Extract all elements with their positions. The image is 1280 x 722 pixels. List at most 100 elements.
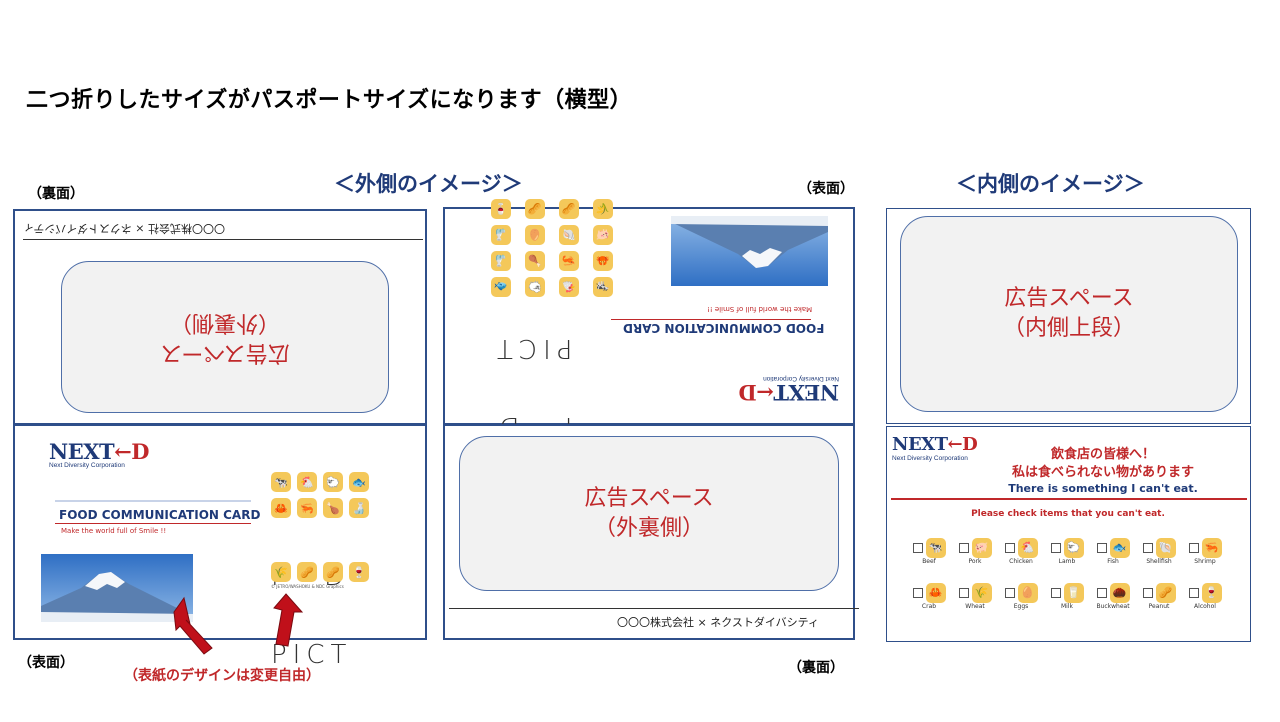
checkbox[interactable]	[912, 587, 923, 598]
check-item-label: Eggs	[1013, 602, 1029, 610]
ad-space-outer-back-rotated: 広告スペース （外裏側）	[61, 261, 389, 413]
check-item-label: Chicken	[1009, 557, 1033, 565]
checkbox[interactable]	[1004, 542, 1015, 553]
check-item[interactable]: 🦀Crab	[909, 582, 949, 610]
design-caption: （表紙のデザインは変更自由）	[124, 668, 320, 684]
food-tile-icon: 🦀	[925, 582, 946, 603]
check-item[interactable]: 🐚Shellfish	[1139, 537, 1179, 565]
food-tile-icon: 🐟	[349, 472, 369, 492]
arrow-right-icon	[273, 593, 304, 647]
food-tile-icon: 🐖	[971, 537, 992, 558]
inner-heading: ＜内側のイメージ＞	[956, 172, 1145, 196]
checkbox[interactable]	[1004, 587, 1015, 598]
food-tile-icon: 🥜	[525, 199, 545, 219]
check-item[interactable]: 🌰Buckwheat	[1093, 582, 1133, 610]
pict-copyright: © JETRO/WASHOKU & NDC Graphics	[271, 584, 344, 589]
food-tile-icon: 🐔	[1017, 537, 1038, 558]
card-title: FOOD COMMUNICATION CARD	[59, 508, 261, 522]
check-item[interactable]: 🥜Peanut	[1139, 582, 1179, 610]
food-tile-icon: 🥚	[525, 225, 545, 245]
food-tile-icon: 🥜	[559, 199, 579, 219]
divider	[23, 239, 423, 240]
check-item[interactable]: 🥛Milk	[1047, 582, 1087, 610]
food-tile-icon: 🥜	[1155, 582, 1176, 603]
checkbox[interactable]	[1142, 587, 1153, 598]
food-icon-grid-bottom: 🌾🥜🥜🍷	[271, 562, 369, 582]
notice-line1: 飲食店の皆様へ！	[1050, 447, 1155, 462]
outer-right-bottom-card: 広告スペース （外裏側） 〇〇〇株式会社 × ネクストダイバシティ	[443, 424, 859, 640]
check-item-label: Beef	[922, 557, 936, 565]
food-tile-icon: 🌾	[271, 562, 291, 582]
mt-fuji-photo	[41, 554, 193, 622]
label-front-bottom-left: （表面）	[18, 655, 74, 671]
check-item-label: Pork	[968, 557, 982, 565]
food-tile-icon: 🥜	[297, 562, 317, 582]
inner-bottom-card: NEXT←D Next Diversity Corporation 飲食店の皆様…	[886, 426, 1251, 642]
food-tile-icon: 🐚	[1155, 537, 1176, 558]
checkbox[interactable]	[958, 587, 969, 598]
check-item-label: Crab	[921, 602, 937, 610]
checkbox[interactable]	[1096, 542, 1107, 553]
label-back-bottom-right: （裏面）	[788, 660, 844, 676]
outer-left-bottom-card: NEXT←D Next Diversity Corporation FOOD C…	[13, 424, 427, 668]
logo-inner: NEXT←D Next Diversity Corporation	[892, 434, 978, 463]
tagline: Make the world full of Smile !!	[61, 527, 167, 535]
check-item-label: Milk	[1061, 602, 1073, 610]
check-item[interactable]: 🐄Beef	[909, 537, 949, 565]
check-item-label: Fish	[1107, 557, 1119, 565]
food-tile-icon: 🦐	[297, 498, 317, 518]
logo-rotated: NEXT←D Next Diversity Corporation	[739, 375, 839, 405]
food-tile-icon: 🍷	[491, 199, 511, 219]
tagline-rotated: Make the world full of Smile !!	[707, 305, 813, 313]
checkbox[interactable]	[1096, 587, 1107, 598]
check-item[interactable]: 🐖Pork	[955, 537, 995, 565]
food-tile-icon: 🦐	[559, 251, 579, 271]
check-item[interactable]: 🐔Chicken	[1001, 537, 1041, 565]
logo: NEXT←D Next Diversity Corporation	[49, 439, 149, 469]
food-tile-icon: 🍗	[525, 251, 545, 271]
check-item-label: Alcohol	[1194, 602, 1216, 610]
check-item[interactable]: 🥚Eggs	[1001, 582, 1041, 610]
check-item[interactable]: 🦐Shrimp	[1185, 537, 1225, 565]
check-item[interactable]: 🐑Lamb	[1047, 537, 1087, 565]
food-tile-icon: 🥚	[1017, 582, 1038, 603]
food-tile-icon: 🦐	[1201, 537, 1222, 558]
ad-space-inner-top: 広告スペース （内側上段）	[900, 216, 1238, 412]
check-item-label: Lamb	[1058, 557, 1076, 565]
food-tile-icon: 🐑	[323, 472, 343, 492]
checkbox[interactable]	[958, 542, 969, 553]
label-front-top-right: （表面）	[798, 181, 854, 197]
food-tile-icon: 🍗	[323, 498, 343, 518]
outer-right-top-card: 🐄🐔🐑🐟🦀🦐🍗🍶🐖🐚🥚🍶🌾🥜🥜🍷 F D PICT Make the world…	[443, 199, 855, 441]
food-tile-icon: 🦀	[593, 251, 613, 271]
card-title-rotated: FOOD COMMUNICATION CARD	[623, 321, 825, 335]
check-item[interactable]: 🍷Alcohol	[1185, 582, 1225, 610]
arrow-annotations	[173, 593, 304, 655]
check-item[interactable]: 🐟Fish	[1093, 537, 1133, 565]
check-item-label: Buckwheat	[1096, 602, 1130, 610]
outer-heading: ＜外側のイメージ＞	[334, 172, 523, 196]
notice-line4: Please check items that you can't eat.	[971, 509, 1165, 519]
outer-left-top-card: 〇〇〇株式会社 × ネクストダイバシティ 広告スペース （外裏側）	[13, 209, 427, 425]
food-tile-icon: 🍶	[491, 225, 511, 245]
checkbox[interactable]	[1050, 587, 1061, 598]
notice-line3: There is something I can't eat.	[1008, 482, 1198, 495]
checkbox[interactable]	[1188, 587, 1199, 598]
checkbox[interactable]	[1142, 542, 1153, 553]
food-tile-icon: 🐄	[593, 277, 613, 297]
food-tile-icon: 🍶	[349, 498, 369, 518]
checkbox[interactable]	[1188, 542, 1199, 553]
food-tile-icon: 🦀	[271, 498, 291, 518]
food-tile-icon: 🍷	[349, 562, 369, 582]
inner-top-card: 広告スペース （内側上段）	[886, 208, 1251, 424]
check-item[interactable]: 🌾Wheat	[955, 582, 995, 610]
mt-fuji-photo-rotated	[671, 216, 828, 286]
food-tile-icon: 🍷	[1201, 582, 1222, 603]
checkbox[interactable]	[1050, 542, 1061, 553]
food-tile-icon: 🐄	[925, 537, 946, 558]
food-tile-icon: 🥛	[1063, 582, 1084, 603]
food-tile-icon: 🐟	[1109, 537, 1130, 558]
checkbox[interactable]	[912, 542, 923, 553]
check-item-label: Shrimp	[1194, 557, 1216, 565]
food-tile-icon: 🍶	[491, 251, 511, 271]
